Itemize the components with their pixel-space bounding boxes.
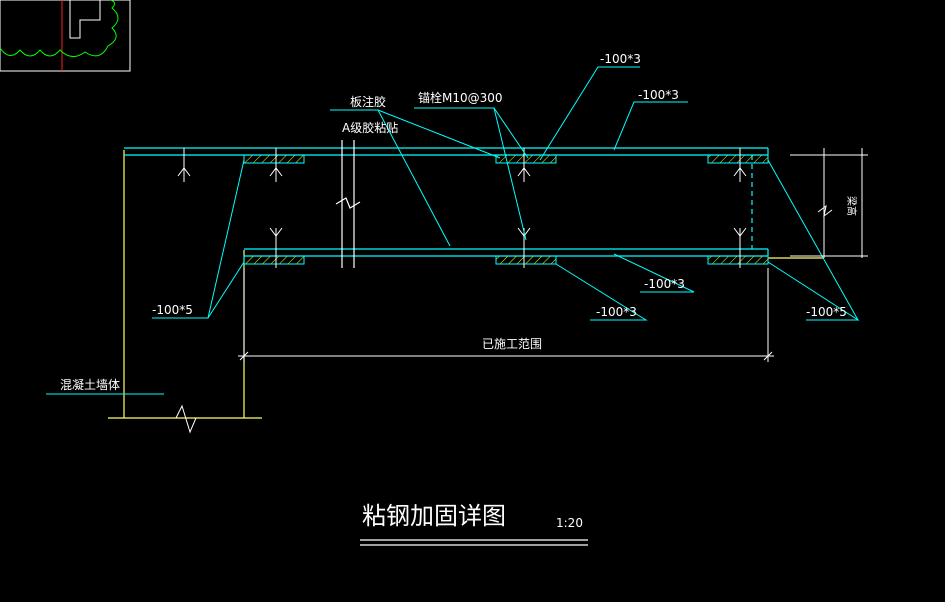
label-anchor-bolt: 锚栓M10@300 xyxy=(418,90,503,105)
section-cut xyxy=(335,140,361,268)
drawing-scale: 1:20 xyxy=(556,516,583,530)
steel-plates xyxy=(243,154,769,265)
label-plate-left: -100*5 xyxy=(152,303,193,317)
label-beam-height: 梁高 xyxy=(845,196,858,216)
label-plate-top-2: -100*3 xyxy=(638,88,679,102)
label-adhesive-grade: A级胶粘贴 xyxy=(342,120,398,135)
drawing-title: 粘钢加固详图 xyxy=(362,502,506,530)
overview-thumbnail[interactable] xyxy=(0,0,131,72)
label-glue-injection: 板注胶 xyxy=(350,94,386,109)
beam-outline xyxy=(124,147,769,257)
break-symbol xyxy=(175,404,197,434)
label-construction-range: 已施工范围 xyxy=(482,337,542,351)
label-plate-right: -100*5 xyxy=(806,305,847,319)
anchor-bolts xyxy=(177,148,747,268)
label-concrete-wall: 混凝土墙体 xyxy=(60,377,120,392)
dimension-beam-height xyxy=(790,148,868,258)
drawing-title-block: 粘钢加固详图 1:20 xyxy=(360,502,588,546)
leader-lines xyxy=(46,66,860,395)
label-plate-bottom-1: -100*3 xyxy=(644,277,685,291)
dimension-construction-range xyxy=(238,268,774,362)
label-plate-bottom-2: -100*3 xyxy=(596,305,637,319)
label-plate-top-1: -100*3 xyxy=(600,52,641,66)
